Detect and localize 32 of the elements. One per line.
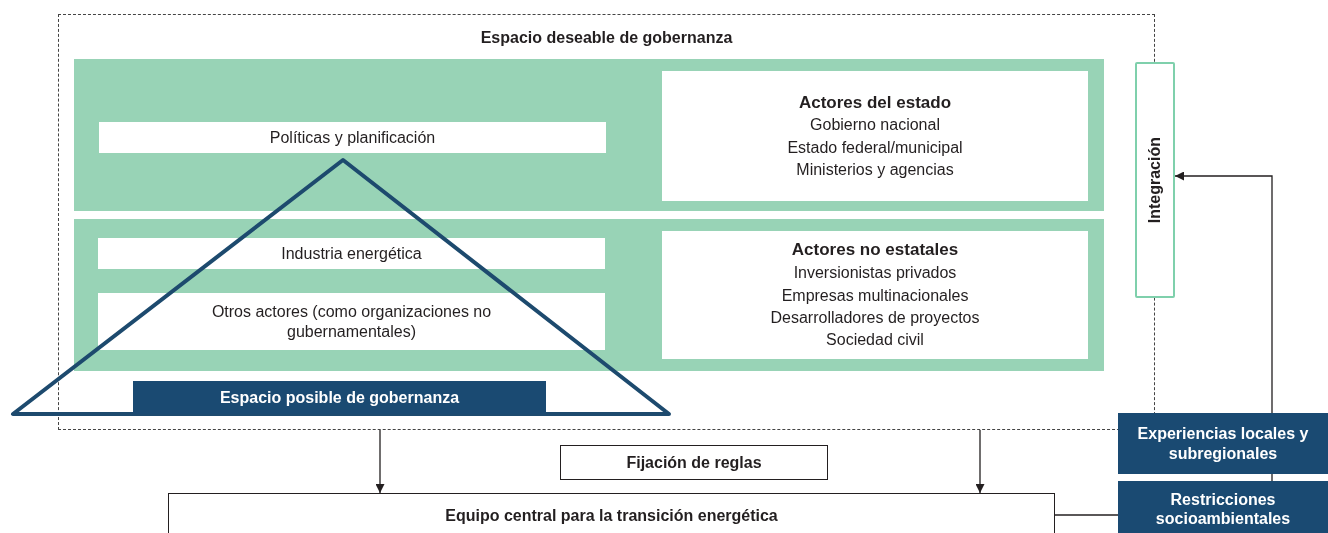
region-title: Espacio deseable de gobernanza bbox=[479, 28, 734, 48]
process-box bbox=[560, 445, 828, 480]
process-box bbox=[98, 238, 605, 269]
box-heading: Actores no estatales bbox=[790, 239, 960, 262]
list-item: Inversionistas privados bbox=[792, 263, 958, 284]
label-banner: Espacio posible de gobernanza bbox=[133, 381, 546, 414]
arrow bbox=[975, 429, 985, 494]
arrow bbox=[1174, 171, 1273, 414]
label-box bbox=[1118, 413, 1328, 474]
connector-line bbox=[1054, 514, 1119, 516]
process-box bbox=[1135, 62, 1175, 298]
box-label: Equipo central para la transición energética bbox=[444, 506, 779, 526]
box-heading: Actores del estado bbox=[797, 91, 953, 114]
list-item: Desarrolladores de proyectos bbox=[769, 307, 981, 328]
band-background bbox=[74, 59, 1104, 211]
actor-box bbox=[662, 71, 1088, 201]
list-item: Ministerios y agencias bbox=[795, 160, 955, 181]
box-label: Fijación de reglas bbox=[626, 452, 762, 473]
list-item: Gobierno nacional bbox=[809, 115, 941, 136]
actor-box bbox=[662, 231, 1088, 359]
arrow bbox=[375, 429, 385, 494]
box-label: Restricciones socioambientales bbox=[1154, 489, 1292, 529]
list-item: Estado federal/municipal bbox=[786, 137, 964, 158]
list-item: Empresas multinacionales bbox=[780, 285, 970, 306]
box-label: Integración bbox=[1145, 136, 1165, 224]
list-item: Sociedad civil bbox=[825, 330, 925, 351]
label-box bbox=[1118, 481, 1328, 533]
process-box bbox=[99, 122, 606, 153]
box-label: Experiencias locales y subregionales bbox=[1136, 424, 1310, 463]
process-box bbox=[168, 493, 1055, 533]
process-box bbox=[98, 293, 605, 350]
connector-line bbox=[1271, 473, 1273, 482]
